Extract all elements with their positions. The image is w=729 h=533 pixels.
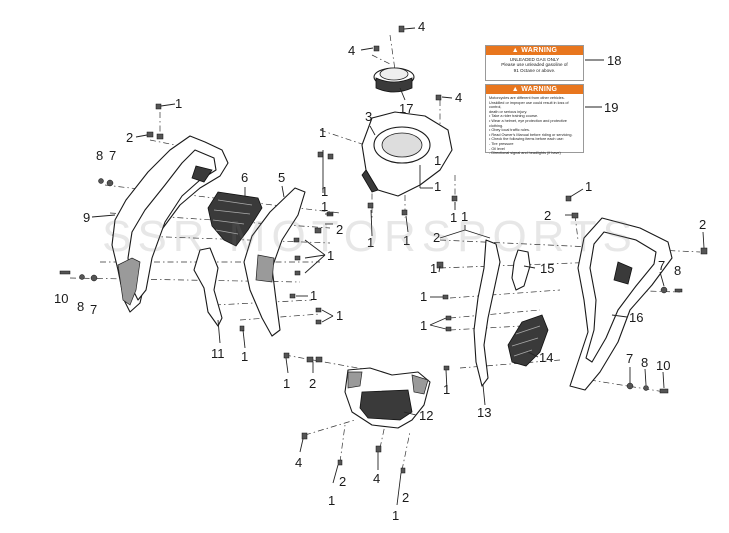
callout-9: 9 (83, 210, 90, 225)
part-16-right-side-cover (569, 217, 673, 391)
warning-label-19-line: - Tire pressure (489, 141, 514, 146)
part-6-grille (207, 191, 263, 247)
callout-1: 1 (321, 199, 328, 214)
part-15-right-small-bracket (511, 249, 531, 291)
callout-8: 8 (641, 355, 648, 370)
warning-label-19-line: • Wear a helmet, eye protection and prot… (489, 118, 567, 128)
callout-10: 10 (656, 358, 670, 373)
warning-label-19-line: - Oil level (489, 146, 505, 151)
part-9-left-side-cover (111, 135, 229, 313)
callout-10: 10 (54, 291, 68, 306)
callout-8: 8 (96, 148, 103, 163)
callout-8b: 8 (77, 299, 84, 314)
callout-11: 11 (211, 346, 225, 361)
callout-2: 2 (126, 130, 133, 145)
leader-lines (91, 27, 705, 506)
callout-6: 6 (241, 170, 248, 185)
part-17-filler-ring (373, 67, 415, 93)
callout-1: 1 (450, 210, 457, 225)
callout-4: 4 (373, 471, 380, 486)
part-12-lower-bracket (344, 367, 431, 429)
warning-label-18: ▲ WARNING UNLEADED GAS ONLY Please use u… (485, 45, 584, 81)
callout-1: 1 (321, 184, 328, 199)
callout-18: 18 (607, 53, 621, 68)
callout-1: 1 (585, 179, 592, 194)
warning-label-19-line: Motorcycles are different from other veh… (489, 96, 565, 100)
callout-8: 8 (674, 263, 681, 278)
callout-2: 2 (699, 217, 706, 232)
callout-1: 1 (367, 235, 374, 250)
callout-2: 2 (544, 208, 551, 223)
callout-15: 15 (540, 261, 554, 276)
callout-1: 1 (283, 376, 290, 391)
part-5-left-inner-panel (243, 187, 306, 337)
callout-7: 7 (109, 148, 116, 163)
callout-1: 1 (175, 96, 182, 111)
warning-label-19-line: • Obey local traffic rules. (489, 128, 530, 133)
callout-19: 19 (604, 100, 618, 115)
callout-1: 1 (392, 508, 399, 523)
callout-1: 1 (420, 289, 427, 304)
callout-1: 1 (443, 382, 450, 397)
callout-7: 7 (626, 351, 633, 366)
callout-2: 2 (309, 376, 316, 391)
callout-1: 1 (420, 318, 427, 333)
warning-label-19-line: • Take a rider training course. (489, 114, 539, 119)
callout-4: 4 (418, 19, 425, 34)
part-14-right-grille (507, 314, 549, 367)
callout-1: 1 (434, 153, 441, 168)
callout-2: 2 (402, 490, 409, 505)
callout-1: 1 (310, 288, 317, 303)
callout-1: 1 (319, 125, 326, 140)
callout-3: 3 (365, 109, 372, 124)
part-13-right-inner-strip (473, 239, 501, 387)
callout-numbers: 1 2 8 7 9 6 5 10 8 7 11 1 1 1 1 2 1 1 1 … (54, 19, 706, 523)
callout-12: 12 (419, 408, 433, 423)
warning-label-19-line: Unskilled or improper use could result i… (489, 100, 569, 110)
callout-16: 16 (629, 310, 643, 325)
callout-1: 1 (241, 349, 248, 364)
warning-label-19-line: death or serious injury. (489, 109, 528, 114)
warning-label-19: ▲ WARNING Motorcycles are different from… (485, 84, 584, 156)
callout-4: 4 (455, 90, 462, 105)
callout-7: 7 (658, 258, 665, 273)
callout-13: 13 (477, 405, 491, 420)
callout-1: 1 (327, 248, 334, 263)
callout-2: 2 (433, 230, 440, 245)
callout-17: 17 (399, 101, 413, 116)
callout-5: 5 (278, 170, 285, 185)
callout-7b: 7 (90, 302, 97, 317)
warning-label-19-line: - Directional signal and headlights (if … (489, 151, 561, 156)
callout-4: 4 (348, 43, 355, 58)
part-3-center-cowl (361, 111, 453, 197)
hardware-fasteners (59, 25, 708, 474)
callout-14: 14 (539, 350, 553, 365)
callout-1: 1 (430, 261, 437, 276)
part-11-left-bracket (193, 247, 223, 327)
warning-label-19-line: • Read Owner's Manual before riding or s… (489, 132, 573, 137)
callout-1: 1 (336, 308, 343, 323)
warning-label-19-header: ▲ WARNING (486, 85, 583, 94)
warning-label-18-line: Please use unleaded gasoline of (501, 62, 568, 68)
callout-2: 2 (339, 474, 346, 489)
callout-1: 1 (461, 209, 468, 224)
callout-4: 4 (295, 455, 302, 470)
warning-label-19-line: • Check the following items before each … (489, 137, 564, 142)
warning-label-18-line: 91 Octane or above. (513, 67, 556, 73)
callout-1: 1 (328, 493, 335, 508)
callout-1: 1 (403, 233, 410, 248)
warning-label-18-header: ▲ WARNING (486, 46, 583, 55)
warning-label-18-line: UNLEADED GAS ONLY (509, 57, 560, 62)
callout-2: 2 (336, 222, 343, 237)
callout-1: 1 (434, 179, 441, 194)
